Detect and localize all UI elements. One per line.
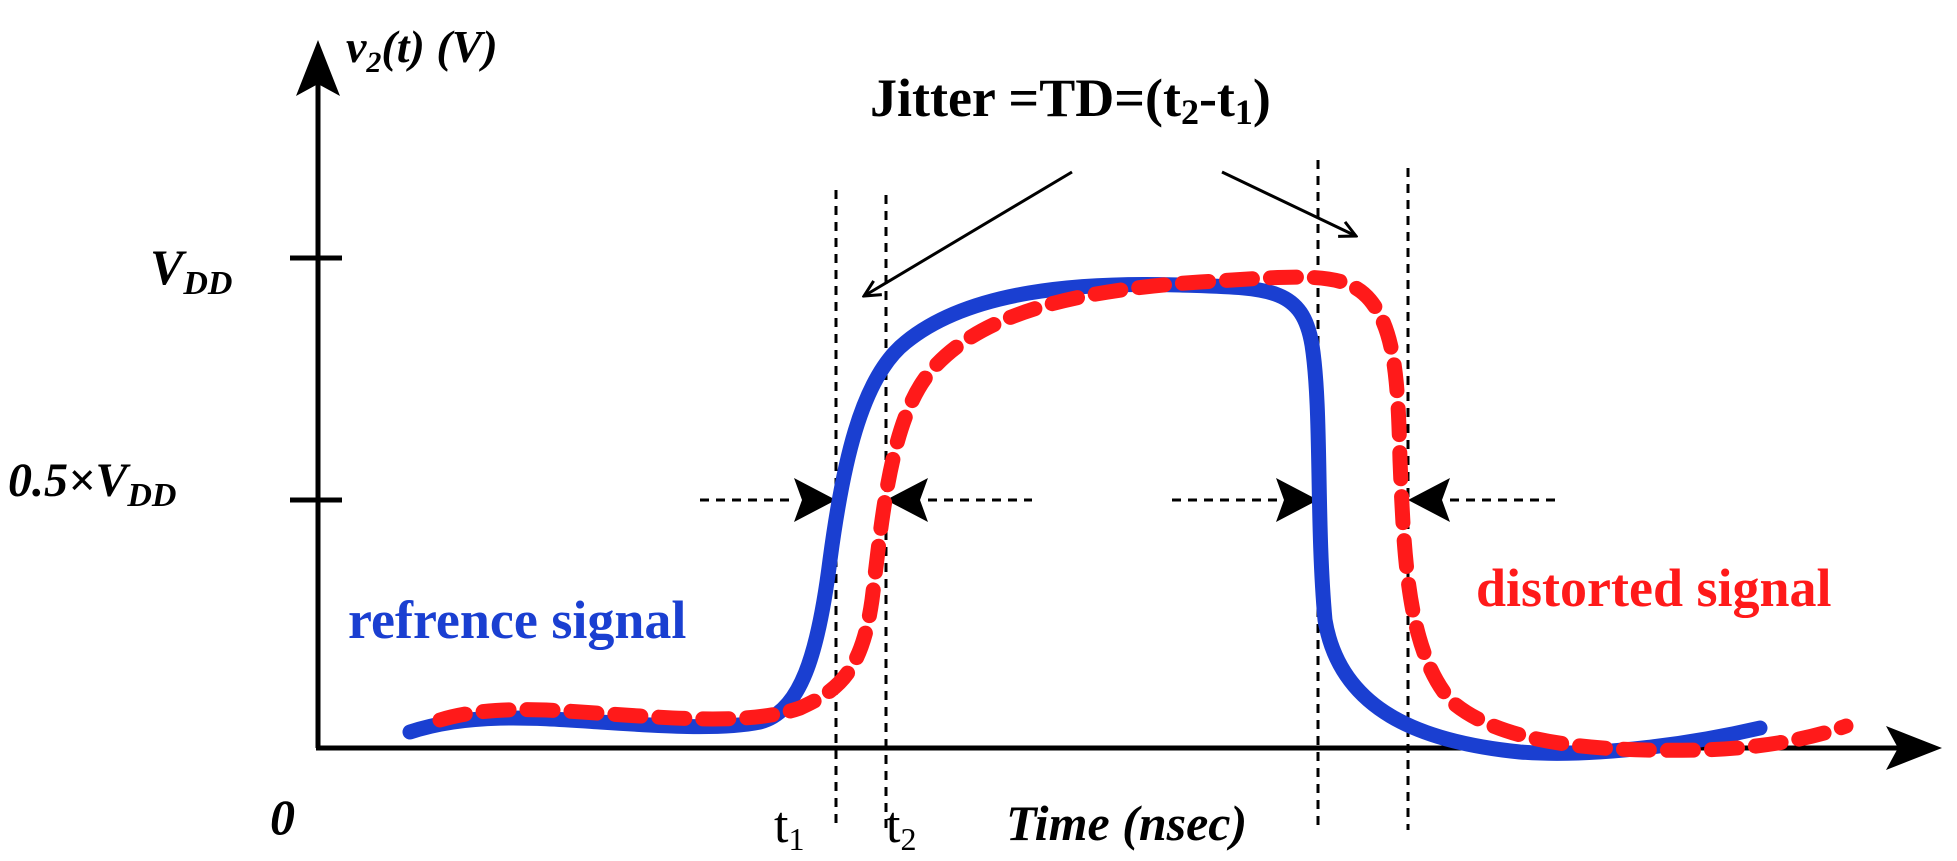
- rise-left-arrowhead: [794, 478, 836, 522]
- distorted-signal-label: distorted signal: [1476, 558, 1832, 618]
- half-vdd-label: 0.5×VDD: [8, 454, 176, 514]
- jitter-annotation: Jitter =TD=(t2-t1): [870, 68, 1271, 132]
- fall-left-arrowhead: [1276, 478, 1318, 522]
- jitter-pointer-left: [864, 170, 1073, 296]
- rise-right-arrowhead: [886, 478, 928, 522]
- origin-label: 0: [270, 789, 295, 845]
- x-axis-arrowhead: [1886, 726, 1942, 770]
- x-axis-label: Time (nsec): [1006, 795, 1247, 851]
- jitter-pointers: [864, 170, 1356, 296]
- reference-signal-label: refrence signal: [348, 590, 686, 650]
- fall-right-arrowhead: [1408, 478, 1450, 522]
- y-axis-arrowhead: [296, 40, 340, 96]
- y-axis: [296, 40, 340, 748]
- y-axis-label: v2(t) (V): [346, 21, 498, 79]
- measurement-arrows: [700, 478, 1560, 522]
- jitter-pointer-right: [1221, 170, 1356, 236]
- vdd-label: VDD: [150, 239, 232, 302]
- t2-label: t2: [886, 797, 916, 857]
- distorted-signal-curve: [432, 269, 1854, 758]
- t1-label: t1: [774, 797, 804, 857]
- reference-signal-curve: [402, 276, 1768, 761]
